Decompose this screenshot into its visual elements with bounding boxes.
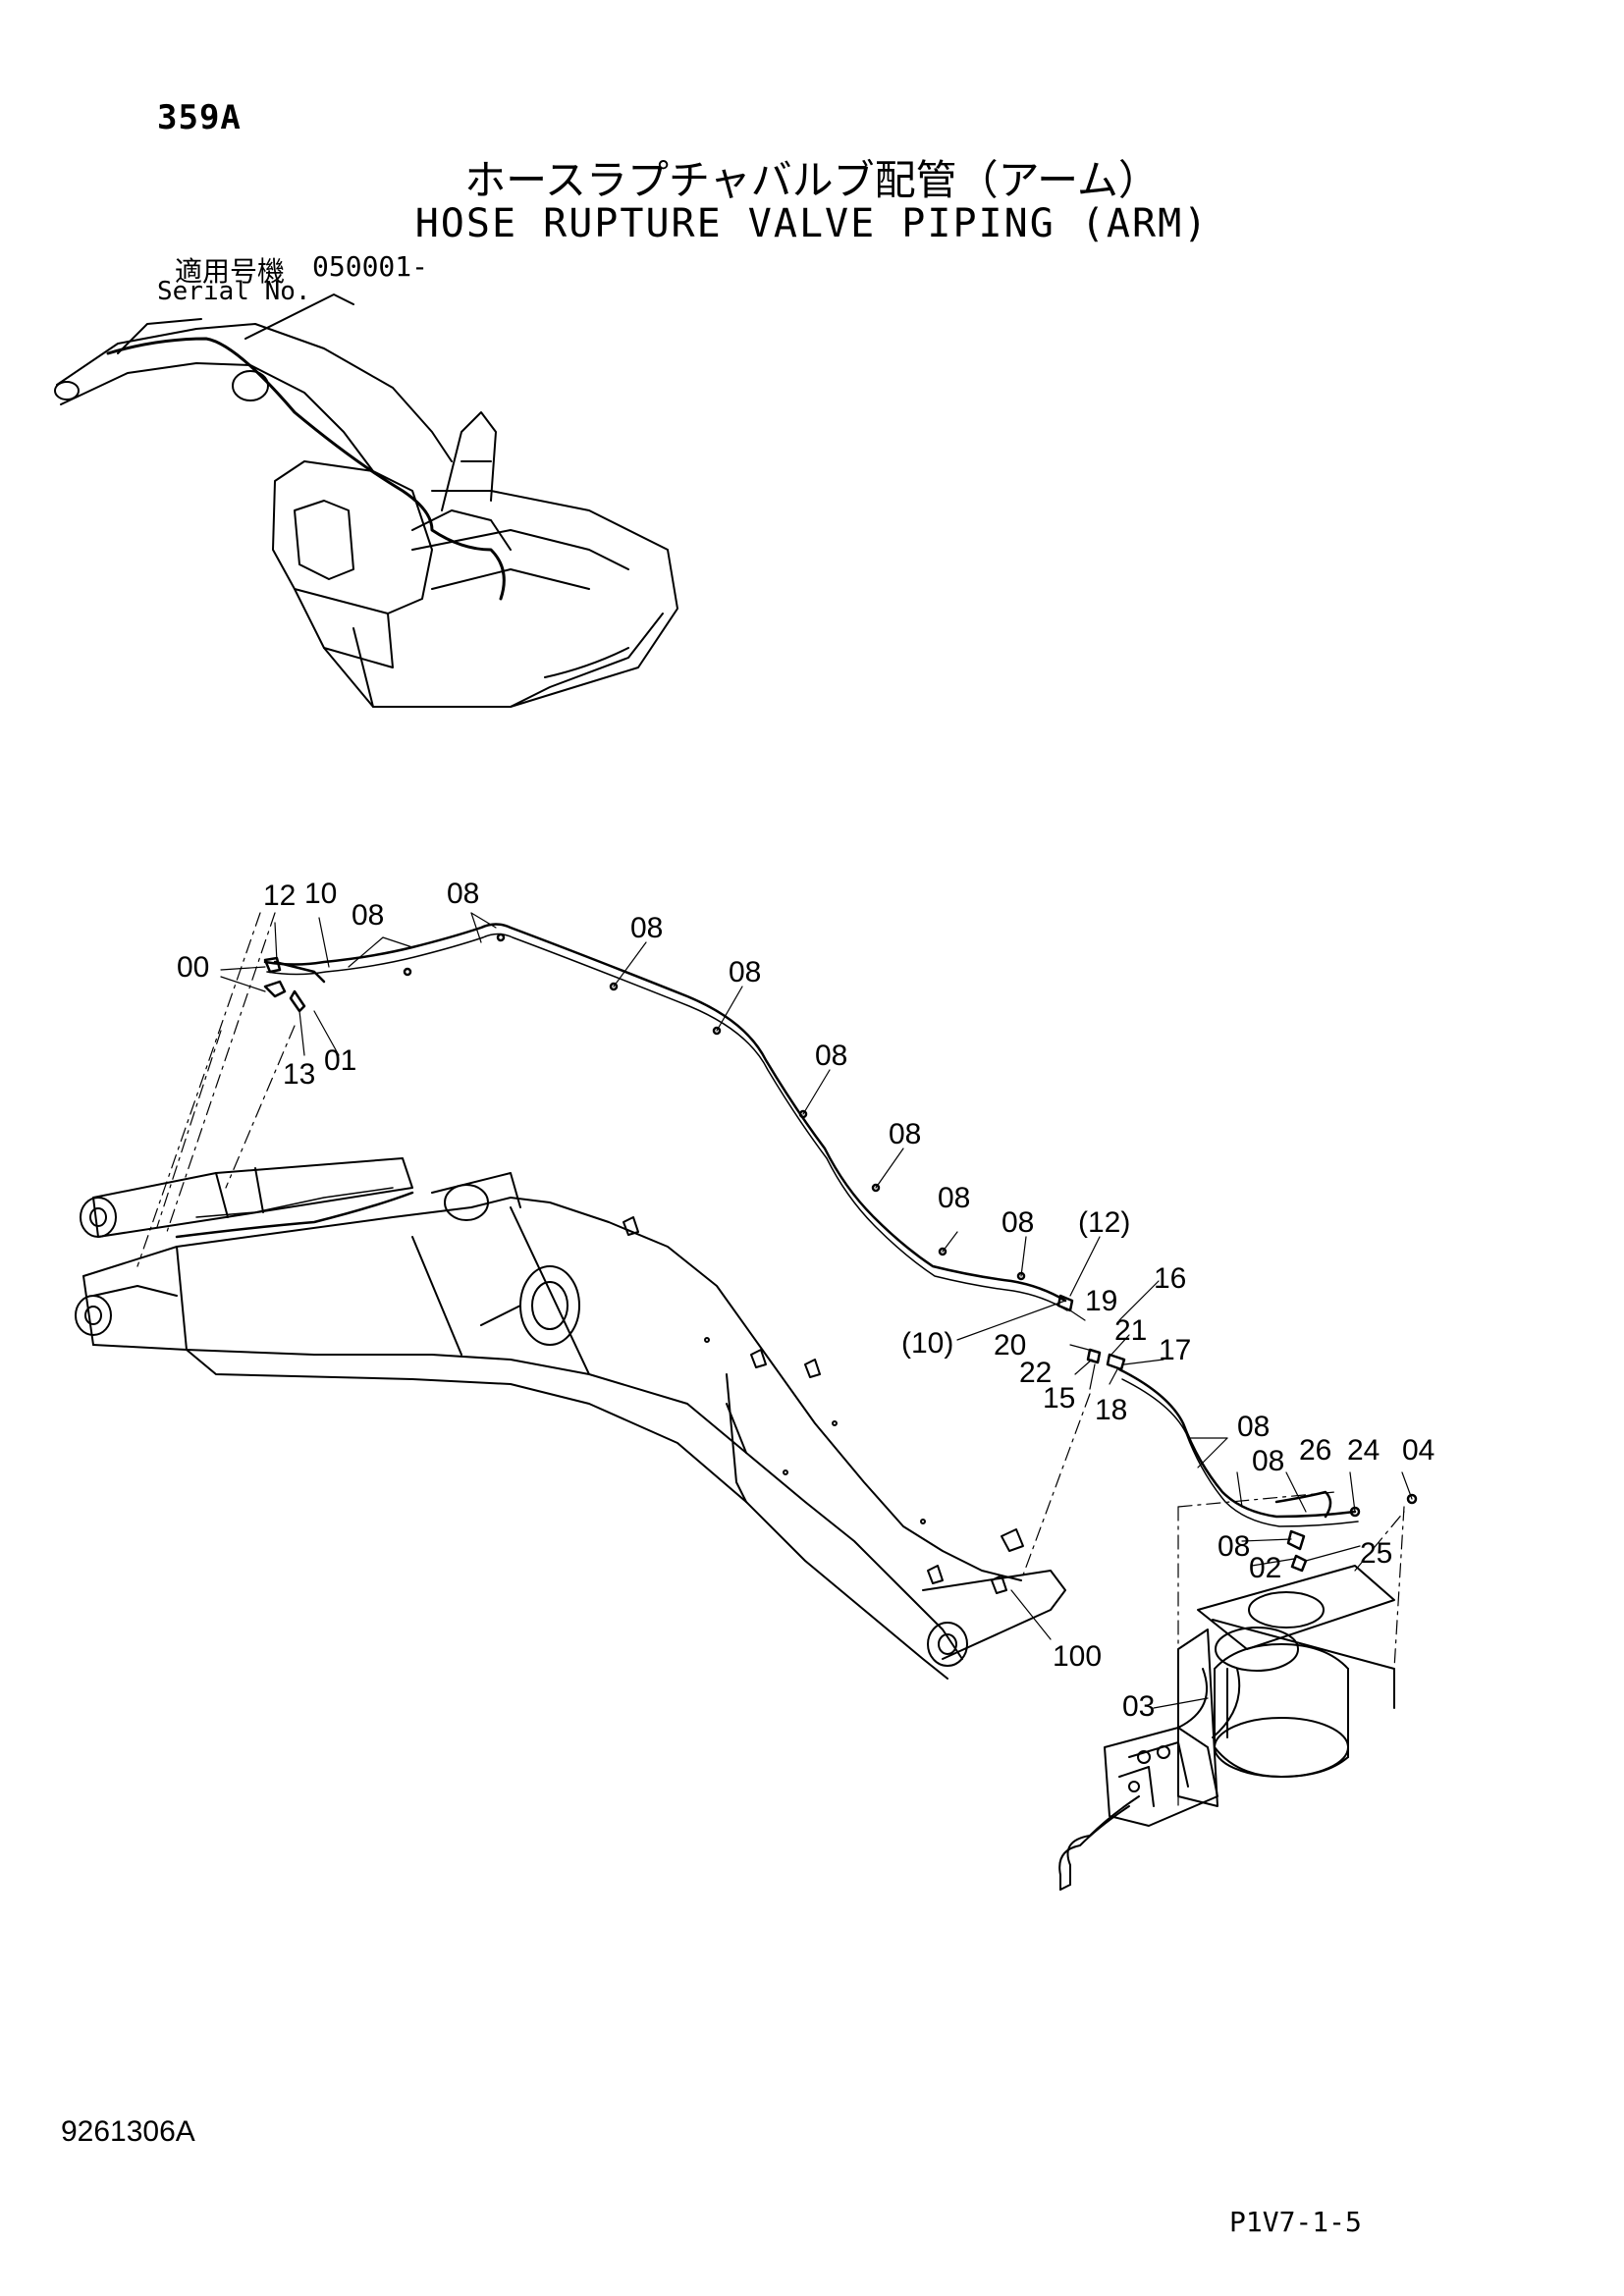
callout-25: 25 <box>1360 1537 1392 1570</box>
title-japanese: ホースラプチャバルブ配管（アーム） <box>464 156 1160 204</box>
callout-02: 02 <box>1249 1552 1281 1584</box>
callout-00: 00 <box>177 951 209 984</box>
hydraulic-tank-illustration <box>1058 1565 1395 1891</box>
callout-08: 08 <box>938 1182 970 1214</box>
page-number: 359A <box>157 98 242 137</box>
callout-08: 08 <box>1237 1411 1270 1443</box>
callout-15: 15 <box>1043 1382 1075 1415</box>
callout-04: 04 <box>1402 1434 1435 1467</box>
callout-12: 12 <box>263 880 296 912</box>
callout-13: 13 <box>283 1058 315 1091</box>
callout-03: 03 <box>1122 1690 1155 1723</box>
callout-20: 20 <box>994 1329 1026 1362</box>
figure-number: P1V7-1-5 <box>1229 2206 1362 2238</box>
callout-08: 08 <box>1252 1445 1284 1477</box>
callout-18: 18 <box>1095 1394 1127 1426</box>
excavator-overview-illustration <box>54 294 678 708</box>
callout-21: 21 <box>1114 1314 1147 1347</box>
callout-10: 10 <box>304 878 337 910</box>
serial-label-english: Serial No. <box>157 277 311 306</box>
document-number: 9261306A <box>61 2115 195 2148</box>
callout-08: 08 <box>815 1040 847 1072</box>
callout-08: 08 <box>1001 1206 1034 1239</box>
callout-08: 08 <box>630 912 663 944</box>
callout-01: 01 <box>324 1044 356 1077</box>
callout-labels: 12 10 00 13 01 08 08 08 08 08 08 08 08 (… <box>177 878 1435 1723</box>
callout-08: 08 <box>352 899 384 932</box>
projection-lines <box>136 912 1405 1807</box>
callout-100: 100 <box>1053 1640 1102 1673</box>
callout-19: 19 <box>1085 1285 1117 1317</box>
serial-number-value: 050001- <box>312 250 429 283</box>
serial-label-japanese: 適用号機 <box>175 255 286 288</box>
title-english: HOSE RUPTURE VALVE PIPING (ARM) <box>414 201 1210 246</box>
callout-08: 08 <box>447 878 479 910</box>
callout-08: 08 <box>889 1118 921 1150</box>
callout-12-ref: (12) <box>1078 1206 1130 1239</box>
callout-08: 08 <box>1218 1530 1250 1563</box>
callout-17: 17 <box>1159 1334 1191 1366</box>
leader-lines <box>220 912 1413 1709</box>
arm-assembly-illustration <box>75 1157 1066 1680</box>
hose-piping-route <box>263 923 1418 1573</box>
callout-10-ref: (10) <box>901 1327 953 1360</box>
callout-24: 24 <box>1347 1434 1380 1467</box>
callout-26: 26 <box>1299 1434 1331 1467</box>
callout-08: 08 <box>729 956 761 988</box>
callout-22: 22 <box>1019 1357 1052 1389</box>
callout-16: 16 <box>1154 1262 1186 1295</box>
